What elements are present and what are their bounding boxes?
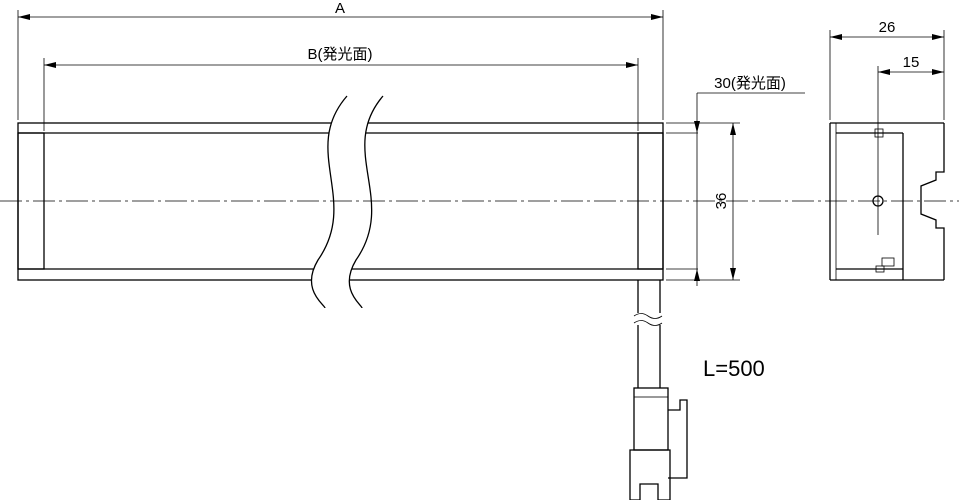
side-view bbox=[829, 122, 945, 281]
dim-a-label: A bbox=[335, 0, 345, 17]
dim-15-label: 15 bbox=[903, 54, 920, 71]
dim-36-label: 36 bbox=[713, 193, 730, 210]
dimension-36: 36 bbox=[666, 122, 740, 281]
cable: L=500 bbox=[629, 280, 765, 500]
front-view bbox=[17, 95, 664, 309]
dimension-15: 15 bbox=[877, 54, 944, 166]
dimension-30: 30(発光面) bbox=[666, 75, 805, 286]
dim-b-label: B(発光面) bbox=[308, 46, 373, 63]
cable-length-label: L=500 bbox=[703, 356, 765, 381]
dim-30-label: 30(発光面) bbox=[714, 75, 786, 92]
break-line-left bbox=[310, 95, 348, 309]
dimension-a: A bbox=[17, 0, 664, 120]
dim-26-label: 26 bbox=[879, 19, 896, 36]
dimension-b: B(発光面) bbox=[43, 46, 639, 131]
dimension-26: 26 bbox=[829, 19, 945, 120]
break-line-right bbox=[348, 95, 384, 309]
